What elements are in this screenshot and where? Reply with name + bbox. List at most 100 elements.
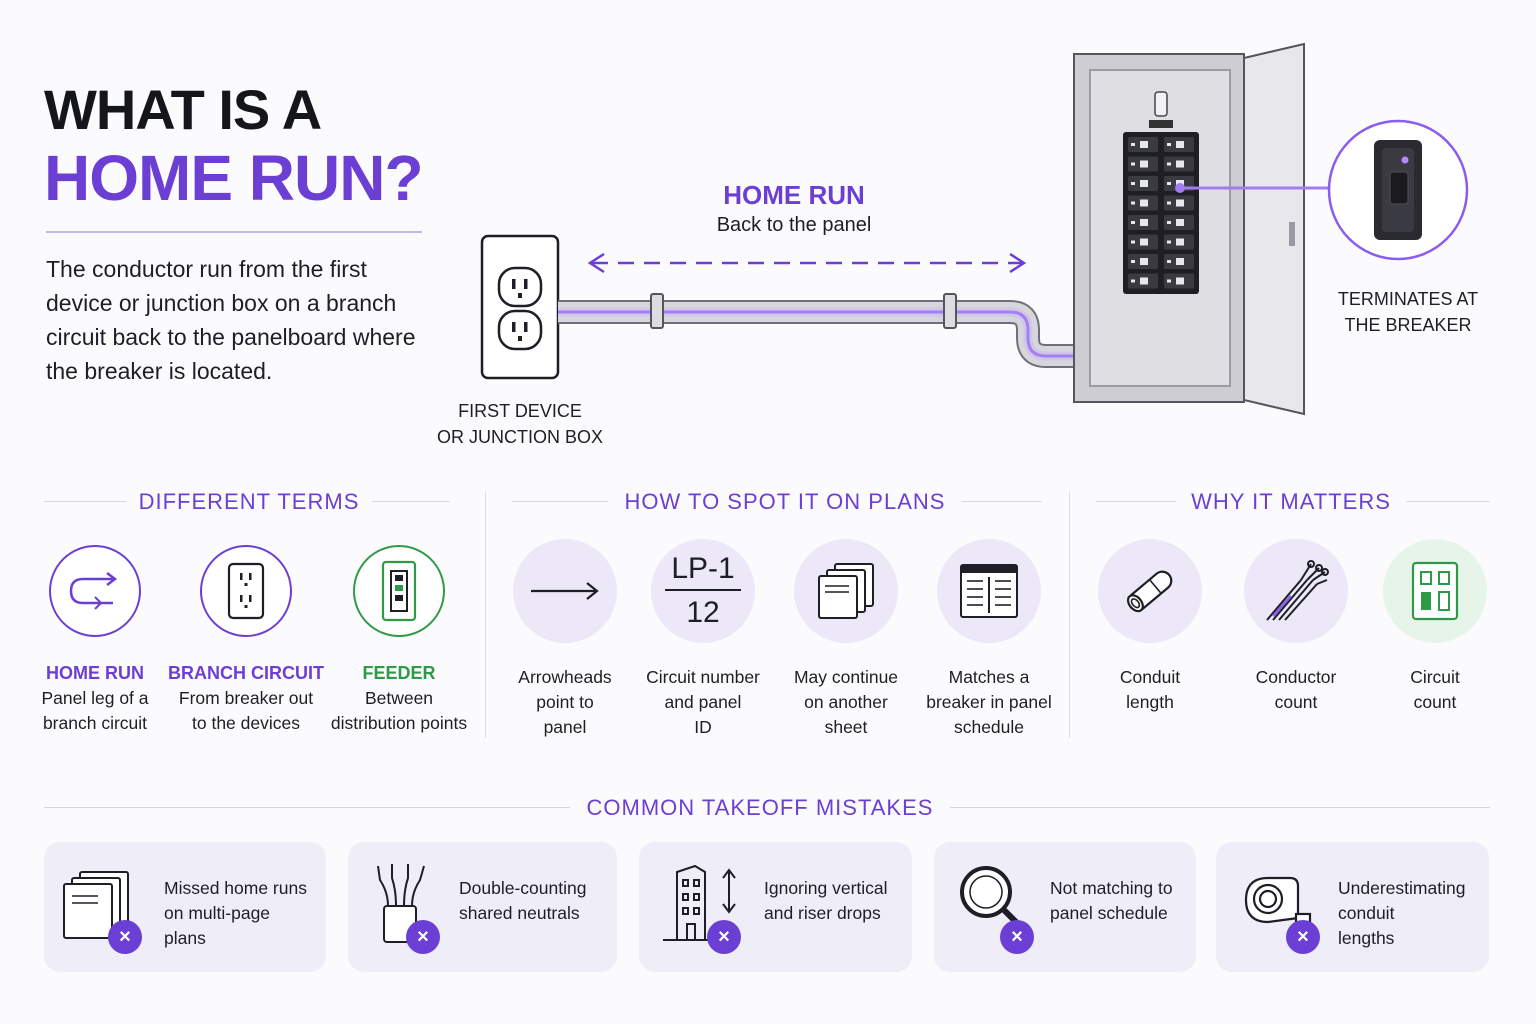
matters-circuit-count: Circuit count [1368,539,1502,715]
matters-desc-line2: count [1274,692,1318,712]
breaker-toggle [1176,258,1184,265]
matters-heading-rule-right [1406,501,1490,502]
title-line-2: HOME RUN? [44,142,424,214]
breaker-label-line2: THE BREAKER [1344,315,1472,335]
mistake-text-line1: Underestimating [1338,878,1466,898]
error-x-badge: × [1286,920,1320,954]
matters-heading: WHY IT MATTERS [1191,489,1391,514]
matters-conductor-count: Conductor count [1228,539,1364,715]
spot-heading-rule-right [962,501,1042,502]
matters-desc-line1: Conduit [1119,667,1181,687]
error-x-badge: × [1000,920,1034,954]
mistake-text-line2: and riser drops [764,903,881,923]
breaker-label-dot [1167,260,1171,263]
outlet-icon [200,545,292,637]
spot-desc-line1: Matches a [948,667,1030,687]
schedule-table-icon [937,539,1041,643]
breaker-toggle [1176,219,1184,226]
circuit-number-text: 12 [686,596,720,629]
first-device-label-line2: OR JUNCTION BOX [436,427,603,447]
breaker-toggle [1140,141,1148,148]
breaker-label-dot [1167,143,1171,146]
description-text: The conductor run from the first device … [46,256,416,384]
mistake-card-shared-neutrals: × Double-counting shared neutrals [348,842,617,972]
spot-circuit-number: LP-1 12 Circuit number and panel ID [633,539,773,740]
matters-conduit-length: Conduit length [1082,539,1218,715]
mistake-card-panel-schedule: × Not matching to panel schedule [934,842,1196,972]
spot-desc-line2: on another [804,692,888,712]
breaker-label-dot [1167,221,1171,224]
spot-desc-line3: schedule [953,717,1025,737]
matters-desc-line1: Circuit [1410,667,1460,687]
term-feeder: FEEDER Between distribution points [326,545,472,736]
mistake-text-line1: Double-counting [459,878,587,898]
mistake-card-vertical-drops: × Ignoring vertical and riser drops [639,842,912,972]
spot-continue-sheet: May continue on another sheet [776,539,916,740]
return-arrow-icon [49,545,141,637]
breaker-label-dot [1131,221,1135,224]
spot-arrowheads: Arrowheads point to panel [495,539,635,740]
matters-desc-line1: Conductor [1255,667,1337,687]
mistake-text-line2: shared neutrals [459,903,580,923]
term-desc-line2: branch circuit [42,713,148,733]
error-x-badge: × [108,920,142,954]
breaker-callout-icon [1327,119,1469,261]
spot-desc-line3: ID [694,717,712,737]
breaker-toggle [1176,277,1184,285]
home-run-direction-arrow [587,252,1027,274]
mistake-text-line3: plans [164,928,206,948]
breaker-toggle [1140,180,1148,187]
term-desc-line1: Between [364,688,434,708]
term-title: HOME RUN [46,663,144,683]
error-x-badge: × [406,920,440,954]
spot-panel-schedule: Matches a breaker in panel schedule [912,539,1066,740]
term-branch-circuit: BRANCH CIRCUIT From breaker out to the d… [166,545,326,736]
spot-desc-line1: Circuit number [646,667,760,687]
breaker-label-dot [1131,240,1135,244]
tape-measure-icon [1244,876,1312,924]
breaker-pair-icon [1383,539,1487,643]
conduit-icon [1098,539,1202,643]
home-run-sublabel: Back to the panel [716,214,872,236]
breaker-toggle [1176,238,1184,246]
terms-heading-rule-left [44,501,126,502]
breaker-toggle [1176,160,1184,168]
circuit-tag-icon: LP-1 12 [651,539,755,643]
mistake-text-line2: panel schedule [1050,903,1168,923]
breaker-label-dot [1131,260,1135,263]
title-line-1: WHAT IS A [44,78,322,141]
matters-desc-line2: length [1126,692,1174,712]
mistake-text-line1: Ignoring vertical [764,878,888,898]
mistake-text-line1: Missed home runs [164,878,307,898]
mistake-text: Not matching to panel schedule [1050,876,1173,926]
section-divider-2 [1069,492,1070,738]
breaker-toggle [1140,219,1148,226]
breaker-toggle [1176,199,1184,207]
spot-desc-line1: Arrowheads [518,667,612,687]
spot-desc-line3: panel [543,717,587,737]
mistakes-heading-rule-left [44,807,570,808]
mistakes-heading: COMMON TAKEOFF MISTAKES [586,795,934,820]
term-desc-line2: distribution points [330,713,468,733]
mistake-text: Missed home runs on multi-page plans [164,876,307,951]
spot-desc-line3: sheet [824,717,868,737]
section-divider-1 [485,492,486,738]
conductors-icon [1244,539,1348,643]
mistake-text-line3: lengths [1338,928,1395,948]
mistake-text: Underestimating conduit lengths [1338,876,1465,951]
breaker-label-dot [1167,279,1171,283]
breaker-label-line1: TERMINATES AT [1337,289,1479,309]
breaker-label: TERMINATES AT THE BREAKER [1310,286,1506,338]
spot-desc-line2: and panel [664,692,742,712]
matters-desc-line2: count [1413,692,1457,712]
breaker-label-dot [1167,162,1171,166]
breaker-label-dot [1167,240,1171,244]
building-riser-icon [663,864,736,941]
spot-desc-line1: May continue [793,667,899,687]
breaker-toggle [1140,258,1148,265]
spot-desc-line2: point to [536,692,594,712]
breaker-toggle [1140,199,1148,207]
breaker-label-dot [1167,182,1171,185]
breaker-label-dot [1167,201,1171,205]
breaker-label-dot [1131,162,1135,166]
